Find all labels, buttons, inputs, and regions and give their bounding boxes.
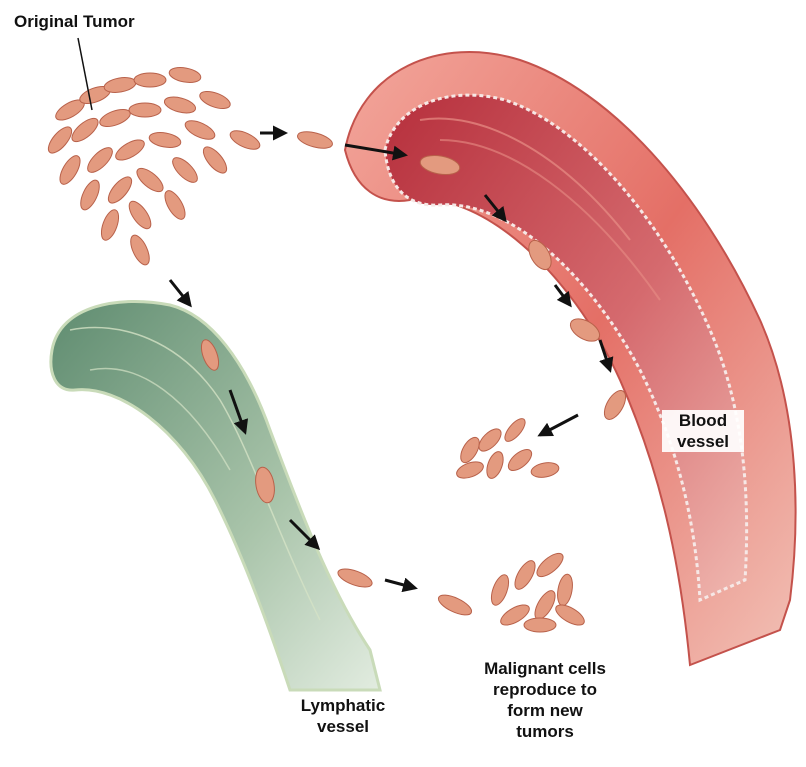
arrow: [540, 415, 578, 435]
malignant-cells-label: Malignant cells reproduce to form new tu…: [470, 658, 620, 742]
malignant-label-line2: reproduce to: [470, 679, 620, 700]
malignant-label-line3: form new: [470, 700, 620, 721]
blood-vessel-label: Blood vessel: [662, 410, 744, 452]
arrow: [385, 580, 415, 588]
blood-vessel-label-line2: vessel: [662, 431, 744, 452]
blood-vessel-label-line1: Blood: [662, 410, 744, 431]
malignant-label-line1: Malignant cells: [470, 658, 620, 679]
original-tumor-label: Original Tumor: [14, 11, 135, 32]
blood-vessel: [345, 52, 796, 665]
arrow: [170, 280, 190, 305]
lymphatic-vessel-label: Lymphatic vessel: [292, 695, 394, 737]
lymphatic-vessel-label-line2: vessel: [292, 716, 394, 737]
malignant-label-line4: tumors: [470, 721, 620, 742]
new-tumor-cluster-blood: [454, 415, 560, 481]
lymphatic-vessel-label-line1: Lymphatic: [292, 695, 394, 716]
new-tumor-cluster-lymph: [488, 549, 587, 632]
original-tumor-cluster: [44, 65, 262, 267]
